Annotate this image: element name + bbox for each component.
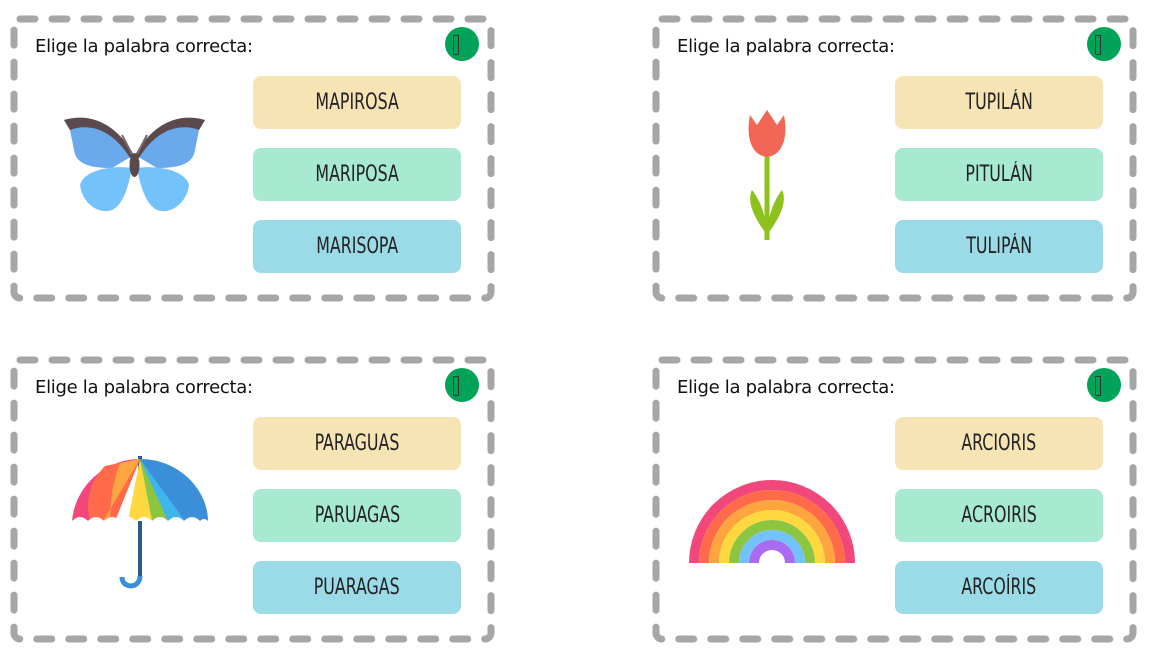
logo-icon	[445, 27, 479, 61]
picture	[70, 451, 210, 595]
option-label: MAPIROSA	[315, 90, 399, 115]
tulip-icon	[748, 110, 786, 240]
logo-icon	[445, 368, 479, 402]
picture	[62, 110, 207, 224]
option-label: ARCIORIS	[961, 431, 1037, 456]
option-button-1[interactable]: PARAGUAS	[253, 417, 461, 470]
dashed-border	[10, 15, 495, 302]
option-button-3[interactable]: TULIPÁN	[895, 220, 1103, 273]
dashed-border	[652, 15, 1137, 302]
rainbow-icon	[689, 480, 855, 564]
option-label: PUARAGAS	[314, 575, 400, 600]
option-label: PARUAGAS	[314, 503, 400, 528]
instruction-text: Elige la palabra correcta:	[35, 36, 253, 57]
option-button-1[interactable]: ARCIORIS	[895, 417, 1103, 470]
picture	[687, 451, 857, 570]
option-button-2[interactable]: ACROIRIS	[895, 489, 1103, 542]
logo-icon	[1087, 27, 1121, 61]
option-label: PARAGUAS	[314, 431, 400, 456]
option-label: ACROIRIS	[961, 503, 1037, 528]
option-button-1[interactable]: TUPILÁN	[895, 76, 1103, 129]
option-button-3[interactable]: PUARAGAS	[253, 561, 461, 614]
exercise-card-umbrella: Elige la palabra correcta: PARAGUAS PARU…	[10, 356, 495, 643]
option-label: MARISOPA	[316, 234, 398, 259]
instruction-text: Elige la palabra correcta:	[677, 36, 895, 57]
instruction-text: Elige la palabra correcta:	[677, 377, 895, 398]
picture	[742, 105, 792, 249]
option-label: ARCOÍRIS	[961, 575, 1037, 600]
dashed-border	[10, 356, 495, 643]
option-label: TULIPÁN	[966, 234, 1032, 259]
option-button-1[interactable]: MAPIROSA	[253, 76, 461, 129]
option-button-2[interactable]: PITULÁN	[895, 148, 1103, 201]
option-label: TUPILÁN	[965, 90, 1033, 115]
instruction-text: Elige la palabra correcta:	[35, 377, 253, 398]
option-label: PITULÁN	[965, 162, 1033, 187]
logo-icon	[1087, 368, 1121, 402]
option-label: MARIPOSA	[315, 162, 399, 187]
butterfly-icon	[64, 117, 205, 212]
exercise-card-butterfly: Elige la palabra correcta: MAPIROSA MARI…	[10, 15, 495, 302]
umbrella-icon	[72, 456, 208, 589]
exercise-card-rainbow: Elige la palabra correcta: ARCIORIS ACRO…	[652, 356, 1137, 643]
option-button-3[interactable]: MARISOPA	[253, 220, 461, 273]
option-button-2[interactable]: MARIPOSA	[253, 148, 461, 201]
dashed-border	[652, 356, 1137, 643]
exercise-card-tulip: Elige la palabra correcta: TUPILÁN PITUL…	[652, 15, 1137, 302]
option-button-3[interactable]: ARCOÍRIS	[895, 561, 1103, 614]
option-button-2[interactable]: PARUAGAS	[253, 489, 461, 542]
